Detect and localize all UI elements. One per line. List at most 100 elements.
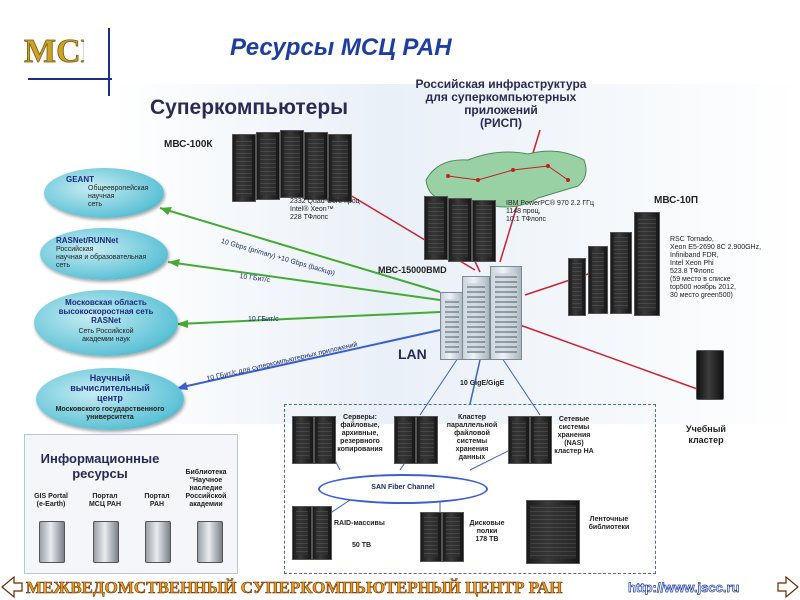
mvs100k-name: МВС-100К bbox=[164, 139, 213, 150]
geant-desc: Общеевропейская научная сеть bbox=[88, 185, 148, 209]
link-mvs10p bbox=[524, 269, 601, 296]
label-line: (e-Earth) bbox=[36, 501, 66, 508]
ncc-name: Научный вычислительный центр bbox=[36, 373, 184, 403]
name-line: центр bbox=[97, 393, 123, 403]
footer-url[interactable]: http://www.jscc.ru bbox=[628, 580, 740, 596]
risp-line: для суперкомпьютерных bbox=[425, 90, 577, 104]
label-line: наследие bbox=[189, 485, 223, 492]
rasnet-name: RASNet/RUNNet bbox=[56, 236, 119, 245]
rack-unit bbox=[424, 196, 448, 260]
label-line: файловой bbox=[454, 430, 490, 437]
portal-ran-server bbox=[145, 521, 171, 563]
label-line: Кластер bbox=[457, 414, 487, 421]
next-slide-icon[interactable] bbox=[776, 574, 800, 600]
label-line: Портал bbox=[92, 493, 118, 500]
rack-unit bbox=[312, 506, 332, 560]
label-line: библиотеки bbox=[588, 524, 630, 531]
desc-line: сеть bbox=[56, 262, 71, 269]
rack-unit bbox=[588, 246, 608, 314]
spec-line: 2332 Quad-Core проц bbox=[290, 198, 360, 205]
footer-org-name: МЕЖВЕДОМСТВЕННЫЙ СУПЕРКОМПЬЮТЕРНЫЙ ЦЕНТР… bbox=[26, 578, 563, 598]
rack-unit bbox=[314, 416, 336, 464]
nas-racks bbox=[508, 416, 552, 464]
desc-line: Российская bbox=[56, 246, 94, 253]
desc-line: научная и образовательная bbox=[56, 254, 147, 261]
rack-unit bbox=[610, 232, 632, 314]
mvs10p-specs: RSC Tornado, Xeon E5-2690 8C 2.900GHz, I… bbox=[670, 236, 761, 300]
label-line: РАН bbox=[149, 501, 165, 508]
rack-unit bbox=[328, 134, 352, 202]
spec-line: 523.8 ТФлопс bbox=[670, 268, 714, 275]
san-ring: SAN Fiber Channel bbox=[318, 474, 488, 504]
label-line: Дисковые bbox=[469, 520, 505, 527]
risp-line: приложений bbox=[464, 103, 538, 117]
rack-unit bbox=[280, 130, 304, 198]
info-heading: Информационные ресурсы bbox=[25, 451, 175, 481]
name-line: высокоскоростная сеть bbox=[58, 307, 154, 316]
raid-racks bbox=[292, 506, 332, 560]
name-line: Московская область bbox=[65, 298, 147, 307]
spec-line: RSC Tornado, bbox=[670, 236, 714, 243]
label-line: резервного bbox=[340, 438, 380, 445]
label-line: Серверы: bbox=[343, 414, 377, 421]
link-storage bbox=[469, 359, 481, 405]
rack-unit bbox=[530, 416, 552, 464]
spec-line: 1148 проц, bbox=[506, 208, 541, 215]
moscow-desc: Сеть Российской академии наук bbox=[34, 328, 178, 344]
mvs15000-name: МВС-15000BMD bbox=[378, 265, 447, 275]
risp-line: (РИСП) bbox=[480, 116, 522, 130]
ncc-desc: Московского государственного университет… bbox=[36, 406, 184, 422]
teaching-cluster-server bbox=[696, 350, 724, 400]
spec-line: 228 ТФлопс bbox=[290, 214, 329, 221]
heading-risp: Российская инфраструктура для суперкомпь… bbox=[396, 78, 606, 130]
rack-unit bbox=[508, 416, 530, 464]
raid-label: RAID-массивы bbox=[334, 520, 385, 527]
ncc-network: Научный вычислительный центр Московского… bbox=[36, 368, 184, 430]
mvs100k-specs: 2332 Quad-Core проц Intel® Xeon™ 228 ТФл… bbox=[290, 198, 360, 222]
slide-title: Ресурсы МСЦ РАН bbox=[230, 34, 452, 61]
spec-line: 10.1 ТФлопс bbox=[506, 216, 547, 223]
heading-line: Информационные bbox=[40, 451, 160, 466]
spec-line: top500 ноябрь 2012, bbox=[670, 284, 736, 291]
gis-server bbox=[39, 521, 65, 563]
name-line: вычислительный bbox=[70, 383, 150, 393]
nas-label: Сетевые системы хранения (NAS) кластер Н… bbox=[548, 416, 600, 456]
tape-library bbox=[526, 500, 580, 564]
label-line: системы bbox=[456, 438, 488, 445]
desc-line: университета bbox=[86, 414, 134, 421]
label-line: системы bbox=[558, 424, 590, 431]
lan-label: LAN bbox=[398, 346, 427, 362]
spec-line: Intel Xeon Phi bbox=[670, 260, 714, 267]
info-resources-area: Информационные ресурсы Библиотека "Научн… bbox=[24, 434, 238, 574]
servers-racks bbox=[292, 416, 336, 464]
switch-rack bbox=[440, 292, 464, 360]
geant-name: GEANT bbox=[66, 175, 94, 184]
teaching-cluster-label: Учебный кластер bbox=[686, 424, 726, 446]
label-line: хранения bbox=[557, 432, 591, 439]
label-line: полки bbox=[476, 528, 498, 535]
label-line: Библиотека bbox=[185, 469, 227, 476]
spec-line: (59 место в списке bbox=[670, 276, 731, 283]
spec-line: Xeon E5-2690 8C 2.900GHz, bbox=[670, 244, 762, 251]
rack-unit bbox=[448, 198, 472, 262]
switch-rack bbox=[490, 266, 522, 360]
label-line: Учебный bbox=[686, 424, 726, 434]
spec-line: Infiniband FDR, bbox=[670, 252, 719, 259]
portal-ran-label: Портал РАН bbox=[135, 493, 179, 509]
mvs15000-specs: IBM PowerPC® 970 2.2 ГГц 1148 проц, 10.1… bbox=[506, 200, 594, 224]
raid-size: 50 ТВ bbox=[352, 542, 372, 549]
label-line: Российской bbox=[185, 493, 227, 500]
spec-line: Intel® Xeon™ bbox=[290, 206, 334, 213]
russia-map bbox=[418, 140, 594, 224]
label-line: Портал bbox=[144, 493, 170, 500]
storage-area bbox=[284, 404, 656, 574]
link-moscow bbox=[177, 311, 441, 325]
label-line: кластер НА bbox=[554, 448, 594, 455]
mvs15000-racks bbox=[424, 196, 496, 262]
label-line: 178 ТВ bbox=[475, 536, 499, 543]
disk-racks bbox=[420, 512, 464, 562]
label-line: кластер bbox=[688, 435, 724, 445]
label-line: Ленточные bbox=[589, 516, 629, 523]
rack-unit bbox=[472, 200, 496, 262]
prev-slide-icon[interactable] bbox=[0, 574, 24, 600]
